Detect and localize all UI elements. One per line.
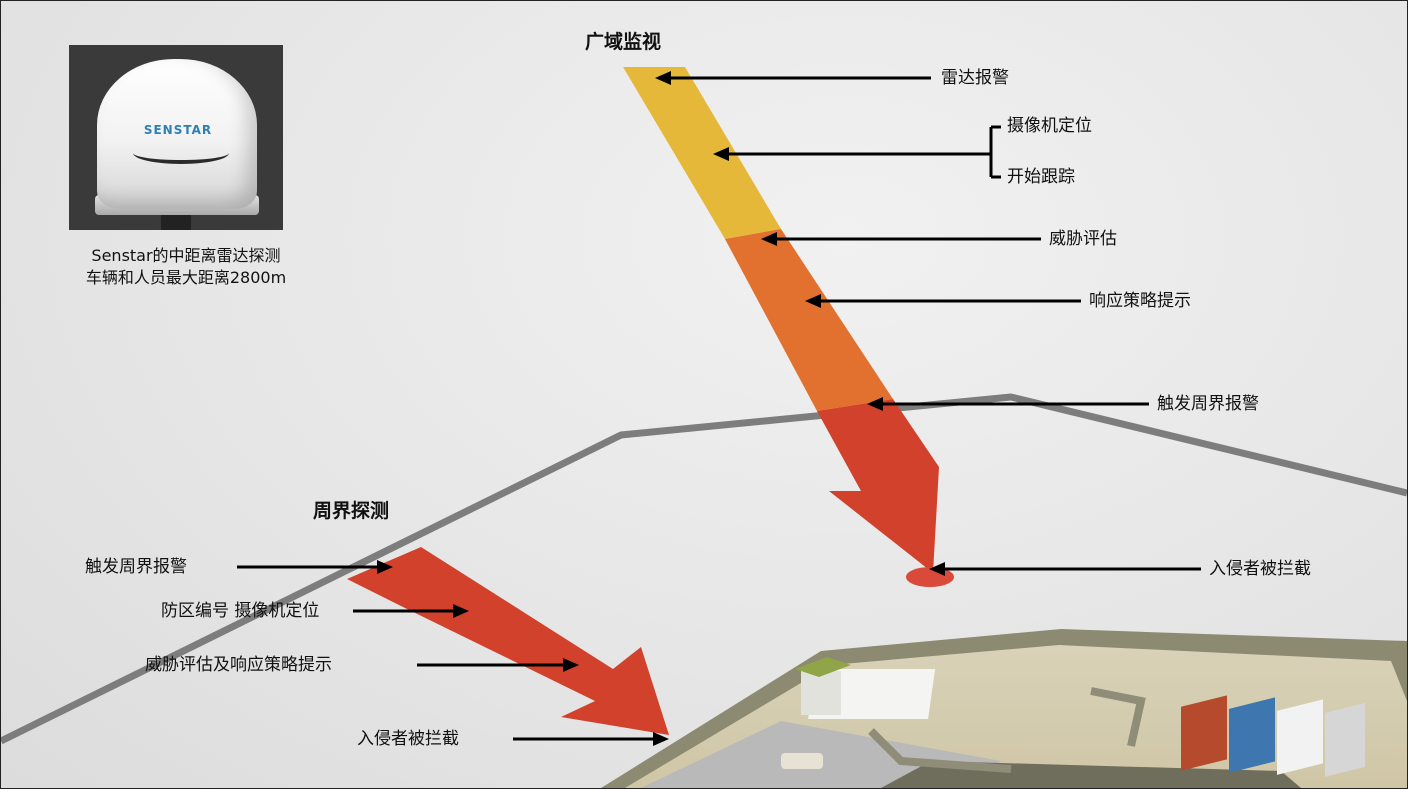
wide-area-arrow-yellow-segment — [623, 67, 781, 239]
wide-area-arrow-orange-segment — [725, 229, 893, 411]
radar-caption-line-1: Senstar的中距离雷达探测 — [91, 246, 281, 265]
radar-brand-logo: SENSTAR — [143, 123, 213, 137]
stage-label-start-tracking: 开始跟踪 — [1007, 167, 1075, 187]
wide-area-arrow — [623, 67, 954, 587]
perimeter-fence-line — [1, 393, 1407, 745]
stage-label-camera-positioning: 摄像机定位 — [1007, 116, 1092, 136]
perimeter-label-intercepted: 入侵者被拦截 — [357, 729, 459, 749]
perimeter-title: 周界探测 — [313, 500, 390, 522]
wide-area-pointers — [655, 71, 1201, 576]
radar-dome — [97, 59, 257, 209]
wide-area-arrow-red-segment — [817, 399, 939, 573]
radar-unit-photo: SENSTAR — [69, 45, 283, 230]
perimeter-label-alarm: 触发周界报警 — [85, 557, 187, 577]
perimeter-label-threat-response: 威胁评估及响应策略提示 — [145, 655, 332, 675]
stage-label-radar-alarm: 雷达报警 — [941, 68, 1009, 88]
perimeter-arrow — [347, 547, 669, 735]
facility-compound — [601, 629, 1407, 788]
wide-area-title: 广域监视 — [585, 31, 662, 53]
radar-mount-post — [161, 213, 191, 230]
radar-caption: Senstar的中距离雷达探测 车辆和人员最大距离2800m — [41, 245, 331, 289]
stage-label-threat-assessment: 威胁评估 — [1049, 229, 1117, 249]
stage-label-response-strategy: 响应策略提示 — [1089, 291, 1191, 311]
perimeter-label-zone-camera: 防区编号 摄像机定位 — [161, 601, 320, 621]
perimeter-pointers — [237, 560, 669, 746]
radar-caption-line-2: 车辆和人员最大距离2800m — [85, 268, 287, 287]
stage-label-intruder-intercepted: 入侵者被拦截 — [1209, 559, 1311, 579]
stage-label-perimeter-alarm: 触发周界报警 — [1157, 394, 1259, 414]
radar-logo-swoosh — [133, 142, 229, 164]
